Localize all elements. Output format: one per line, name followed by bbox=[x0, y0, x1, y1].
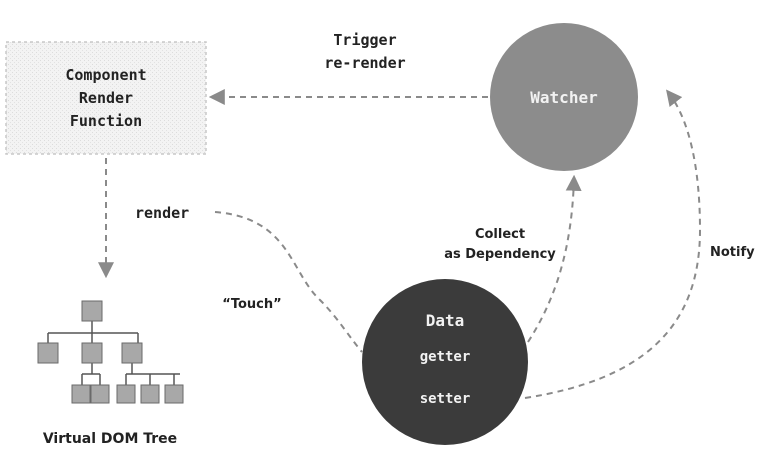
collect-label-line-2: as Dependency bbox=[444, 247, 556, 262]
trigger-rerender-edge: Trigger re-render bbox=[208, 31, 488, 105]
watcher-circle bbox=[490, 23, 638, 171]
component-box-outline bbox=[5, 41, 207, 155]
tree-nodes bbox=[37, 300, 184, 404]
virtual-dom-tree-icon: Virtual DOM Tree bbox=[37, 300, 184, 447]
collect-dependency-edge: Collect as Dependency bbox=[444, 174, 582, 343]
collect-arrow bbox=[527, 174, 582, 343]
notify-label: Notify bbox=[710, 245, 755, 260]
trigger-label-line-1: Trigger bbox=[333, 31, 396, 49]
data-circle bbox=[362, 279, 528, 445]
watcher-label: Watcher bbox=[530, 88, 597, 107]
trigger-label-line-2: re-render bbox=[324, 54, 405, 72]
tree-node bbox=[121, 342, 143, 364]
setter-label: setter bbox=[420, 391, 471, 407]
watcher-node: Watcher bbox=[490, 23, 638, 171]
touch-curve bbox=[214, 211, 363, 353]
getter-label: getter bbox=[420, 349, 471, 365]
touch-label: “Touch” bbox=[222, 297, 281, 312]
data-title: Data bbox=[426, 311, 465, 330]
collect-label-line-1: Collect bbox=[475, 227, 525, 242]
tree-node bbox=[164, 384, 184, 404]
touch-edge: render “Touch” bbox=[135, 204, 363, 353]
tree-node bbox=[37, 342, 59, 364]
tree-node bbox=[140, 384, 160, 404]
notify-arrow bbox=[524, 89, 702, 399]
tree-node bbox=[81, 300, 103, 322]
tree-node bbox=[90, 384, 110, 404]
component-label-line-3: Function bbox=[70, 112, 142, 130]
vdom-caption: Virtual DOM Tree bbox=[43, 431, 177, 447]
component-label-line-1: Component bbox=[65, 66, 146, 84]
render-label: render bbox=[135, 204, 189, 222]
data-node: Data getter setter bbox=[362, 279, 528, 445]
tree-node bbox=[71, 384, 91, 404]
notify-edge: Notify bbox=[524, 89, 755, 399]
tree-node bbox=[116, 384, 136, 404]
component-label-line-2: Render bbox=[79, 89, 133, 107]
component-render-function-box: Component Render Function bbox=[5, 41, 207, 155]
tree-connectors bbox=[47, 321, 180, 385]
tree-node bbox=[81, 342, 103, 364]
